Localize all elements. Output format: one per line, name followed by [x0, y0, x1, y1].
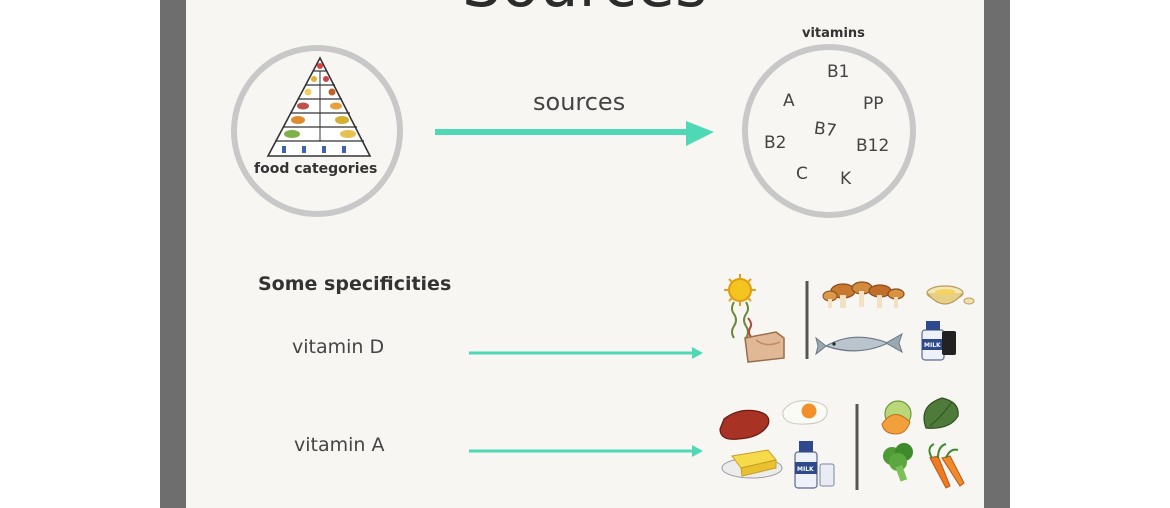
vitamins-circle [742, 44, 916, 218]
slide-title: Sources [462, 0, 707, 21]
sources-label: sources [533, 88, 626, 116]
vitamins-label: vitamins [802, 26, 865, 41]
vitamin-a: A [783, 91, 795, 111]
vitamin-b1: B1 [827, 62, 850, 82]
fish-icon [815, 332, 903, 356]
vitamin-b7: B7 [812, 118, 838, 142]
sources-arrowhead [686, 121, 714, 146]
milk-text-1: MILK [924, 342, 941, 349]
egg-yolk-bowl-icon [926, 285, 975, 305]
spinach-icon [923, 397, 959, 429]
liver-icon [719, 409, 770, 440]
vitamin-c: C [796, 164, 808, 184]
vitamin-k: K [840, 169, 852, 189]
milk-bottle-icon [794, 441, 835, 489]
vitamin-pp: PP [863, 94, 884, 114]
butter-icon [721, 449, 783, 479]
food-pyramid-icon [266, 56, 372, 157]
diagram-graphics: MILK MILK [231, 44, 975, 490]
vitamin-b2: B2 [764, 133, 787, 153]
mushrooms-icon [822, 281, 905, 308]
vitamin-d-label: vitamin D [292, 336, 385, 358]
vitamin-a-label: vitamin A [294, 434, 385, 456]
milk-bottle-icon [921, 321, 956, 361]
left-side-bar [160, 0, 186, 508]
broccoli-icon [883, 443, 913, 482]
fried-egg-icon [782, 400, 828, 425]
carrot-icon [928, 443, 965, 489]
right-side-bar [984, 0, 1010, 508]
milk-text-2: MILK [797, 466, 814, 473]
vitamin-b12: B12 [856, 136, 890, 156]
food-categories-label: food categories [254, 161, 378, 177]
slide: MILK MILK [186, 0, 984, 508]
specificities-heading: Some specificities [258, 273, 452, 295]
melon-icon [881, 400, 912, 435]
sun-skin-icon [724, 274, 785, 363]
